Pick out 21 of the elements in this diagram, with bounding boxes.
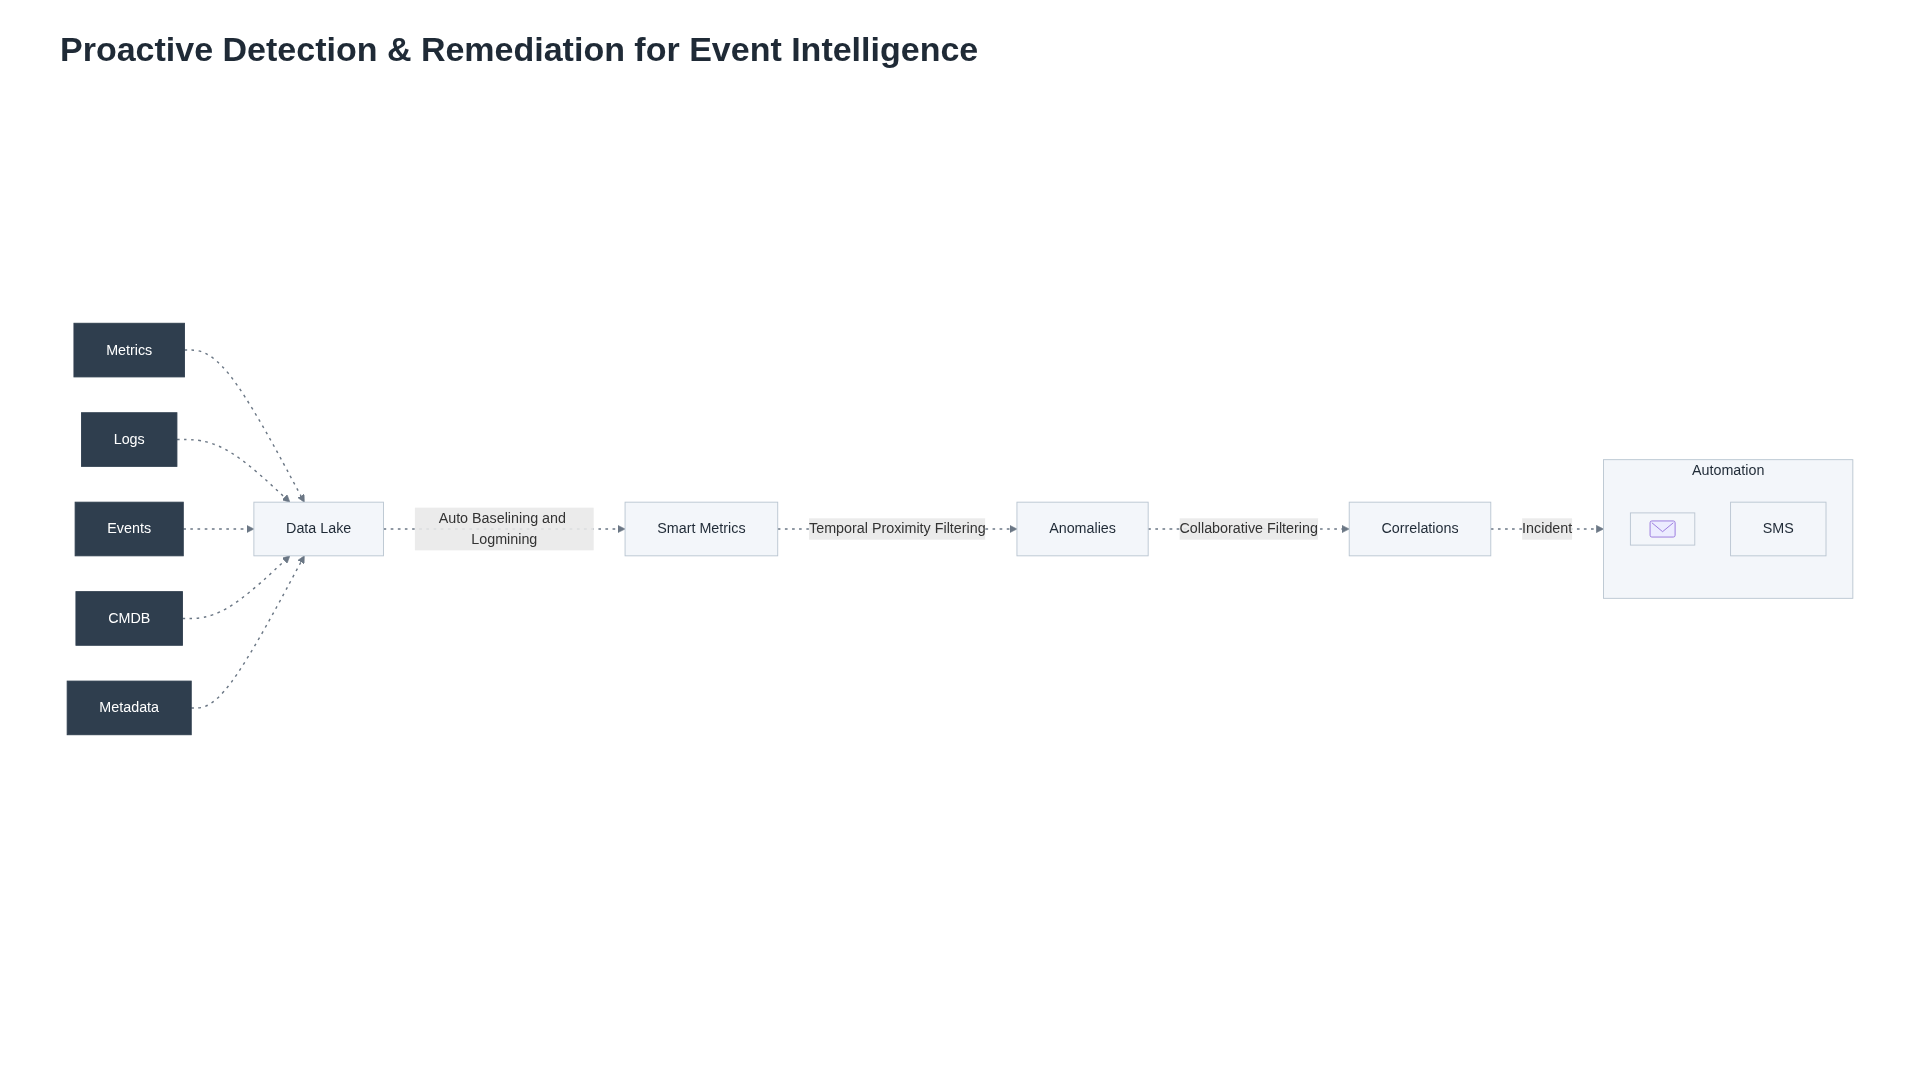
node-box: Smart Metrics [624, 501, 779, 557]
edge-label: Auto Baselining and Logmining [438, 510, 566, 547]
node-box: Metrics [73, 322, 185, 378]
arrow [183, 349, 305, 503]
node-box: Events [74, 501, 184, 557]
node-box: Logs [81, 412, 178, 467]
node-box: SMS [1730, 501, 1827, 557]
node-box: Data Lake [253, 501, 384, 557]
node-picture [1629, 512, 1696, 546]
edge-label: Incident [1522, 520, 1573, 537]
edge-label: Collaborative Filtering [1179, 520, 1318, 537]
arrow [176, 438, 291, 503]
node-box: Anomalies [1016, 501, 1149, 557]
node-box: CMDB [75, 591, 183, 646]
slide-title: Proactive Detection & Remediation for Event Intelligence [60, 30, 980, 69]
arrow [182, 525, 255, 533]
edge-label: Temporal Proximity Filtering [809, 520, 986, 537]
arrow [181, 555, 291, 620]
arrow [190, 555, 305, 709]
node-box: Correlations [1348, 501, 1492, 557]
node-box: Metadata [66, 680, 192, 736]
